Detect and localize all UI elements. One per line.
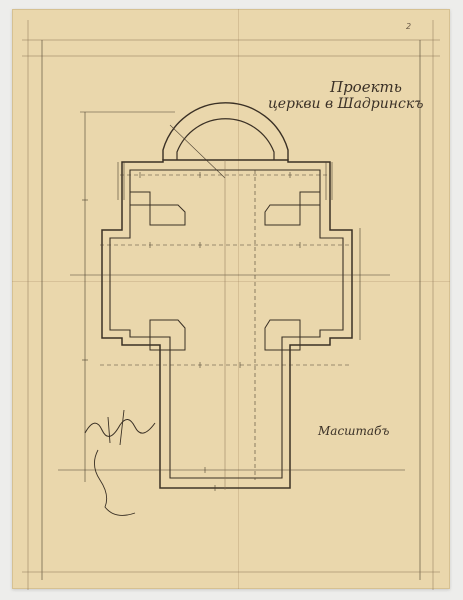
drawing-title-line-2: церкви в Шадринскъ bbox=[268, 96, 424, 112]
apse bbox=[162, 102, 289, 179]
frame-lines bbox=[22, 20, 440, 590]
sheet-number: 2 bbox=[406, 22, 412, 31]
fold-line-horizontal bbox=[12, 281, 450, 282]
drawing-title-line-1: Проекть bbox=[330, 78, 402, 96]
scale-label: Масштабъ bbox=[318, 424, 390, 438]
signature-mark bbox=[84, 409, 156, 516]
corner-pillars bbox=[117, 162, 333, 351]
outer-walls bbox=[101, 159, 353, 489]
dimension-lines bbox=[58, 111, 405, 490]
dimension-ticks bbox=[82, 172, 301, 491]
fold-line-vertical bbox=[238, 9, 239, 589]
